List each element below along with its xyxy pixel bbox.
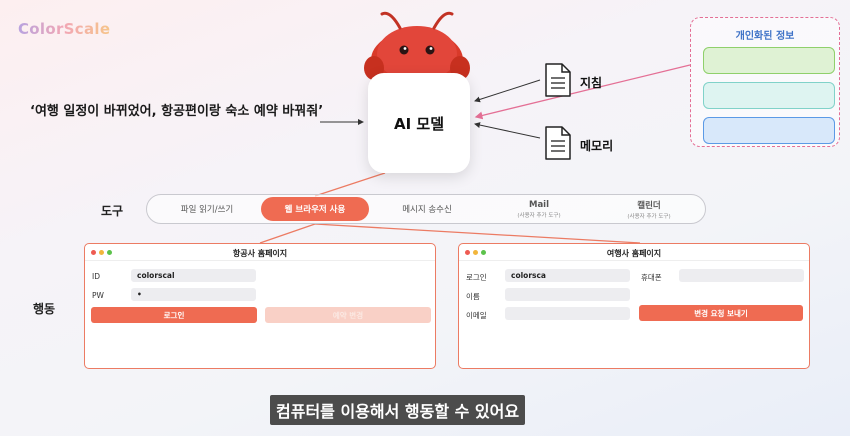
- personal-info-title: 개인화된 정보: [735, 31, 795, 42]
- window-titlebar: 여행사 홈페이지: [459, 244, 809, 261]
- email-field[interactable]: [505, 307, 630, 320]
- tool-web-browser[interactable]: 웹 브라우저 사용: [261, 197, 369, 221]
- pw-label: PW: [92, 291, 104, 300]
- login-button[interactable]: 로그인: [91, 307, 257, 323]
- ai-model-label: AI 모델: [393, 114, 444, 133]
- tool-mail[interactable]: Mail (사용자 추가 도구): [493, 195, 585, 223]
- phone-label: 휴대폰: [641, 273, 662, 282]
- tool-to-travel-line: [314, 223, 641, 244]
- id-label: ID: [92, 272, 100, 281]
- action-label: 행동: [33, 302, 56, 316]
- tool-label: 메시지 송수신: [402, 205, 452, 215]
- guide-arrow: [474, 79, 541, 103]
- guide-label: 지침: [580, 76, 603, 90]
- window-title: 여행사 홈페이지: [606, 249, 662, 258]
- model-to-tool-line: [314, 172, 386, 197]
- personal-info-box: 개인화된 정보: [690, 17, 840, 147]
- memory-arrow: [474, 122, 541, 139]
- window-titlebar: 항공사 홈페이지: [85, 244, 435, 261]
- tool-to-airline-line: [259, 223, 316, 244]
- name-label: 이름: [466, 292, 480, 301]
- ai-model-card: AI 모델: [368, 73, 470, 173]
- name-field[interactable]: [505, 288, 630, 301]
- send-change-request-button[interactable]: 변경 요청 보내기: [639, 305, 803, 321]
- tool-label: 캘린더: [637, 200, 661, 211]
- tool-label: 파일 읽기/쓰기: [180, 205, 234, 215]
- tool-sub-label: (사용자 추가 도구): [517, 212, 561, 219]
- personal-info-bar: [703, 47, 835, 74]
- tools-bar: 파일 읽기/쓰기 웹 브라우저 사용 메시지 송수신 Mail (사용자 추가 …: [146, 194, 706, 224]
- tool-messaging[interactable]: 메시지 송수신: [375, 195, 479, 223]
- airline-window: 항공사 홈페이지 ID colorscal PW • 로그인 예약 변경: [84, 243, 436, 369]
- subtitle-caption: 컴퓨터를 이용해서 행동할 수 있어요: [270, 395, 526, 425]
- personal-info-bar: [703, 117, 835, 144]
- minimize-icon[interactable]: [99, 250, 104, 255]
- login-label: 로그인: [466, 273, 487, 282]
- personal-info-arrow: [474, 64, 691, 120]
- id-field[interactable]: colorscal: [131, 269, 256, 282]
- maximize-icon[interactable]: [481, 250, 486, 255]
- minimize-icon[interactable]: [473, 250, 478, 255]
- personal-info-bar: [703, 82, 835, 109]
- memory-label: 메모리: [580, 139, 614, 153]
- tool-label: 웹 브라우저 사용: [284, 205, 346, 215]
- password-field[interactable]: •: [131, 288, 256, 301]
- tool-file-read-write[interactable]: 파일 읽기/쓰기: [157, 195, 257, 223]
- window-title: 항공사 홈페이지: [232, 249, 288, 258]
- email-label: 이메일: [466, 311, 487, 320]
- travel-agency-window: 여행사 홈페이지 로그인 colorsca 휴대폰 이름 이메일 변경 요청 보…: [458, 243, 810, 369]
- tool-calendar[interactable]: 캘린더 (사용자 추가 도구): [603, 195, 695, 223]
- user-prompt: ‘여행 일정이 바뀌었어, 항공편이랑 숙소 예약 바꿔줘’: [30, 104, 324, 119]
- phone-field[interactable]: [679, 269, 804, 282]
- close-icon[interactable]: [465, 250, 470, 255]
- tool-label: Mail: [528, 199, 550, 210]
- tools-label: 도구: [101, 204, 124, 218]
- close-icon[interactable]: [91, 250, 96, 255]
- tool-sub-label: (사용자 추가 도구): [627, 213, 671, 220]
- reserve-change-button[interactable]: 예약 변경: [265, 307, 431, 323]
- colorscale-logo: ColorScale: [18, 20, 111, 38]
- login-field[interactable]: colorsca: [505, 269, 630, 282]
- document-icon: [545, 126, 571, 160]
- document-icon: [545, 63, 571, 97]
- maximize-icon[interactable]: [107, 250, 112, 255]
